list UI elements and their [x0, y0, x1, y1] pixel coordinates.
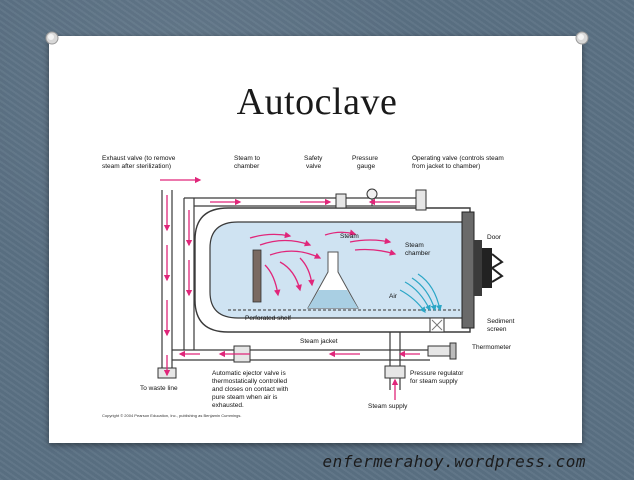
label-sediment-screen: Sediment: [487, 318, 515, 325]
pressure-regulator: [384, 365, 406, 379]
label-steam-chamber-2: chamber: [405, 250, 431, 257]
steam-flow-arrows: [160, 176, 420, 400]
sediment-screen: [429, 317, 445, 333]
copyright-text: Copyright © 2004 Pearson Education, Inc.…: [102, 413, 241, 418]
flask: [307, 251, 359, 309]
safety-valve: [335, 193, 347, 209]
top-pipe: [184, 197, 420, 207]
baffle-plate: [252, 249, 262, 303]
label-steam-to-chamber-2: chamber: [234, 163, 260, 170]
label-operating-valve: Operating valve (controls steam: [412, 155, 504, 162]
label-steam-supply: Steam supply: [368, 403, 408, 410]
label-steam-chamber: Steam: [405, 242, 424, 249]
label-steam-jacket: Steam jacket: [300, 338, 338, 345]
label-safety-valve-2: valve: [306, 163, 322, 170]
watermark-text: enfermerahoy.wordpress.com: [322, 452, 586, 471]
diagram-labels: Exhaust valve (to remove steam after ste…: [102, 155, 515, 410]
pressure-gauge: [366, 188, 378, 206]
label-ejector-valve: Automatic ejector valve is: [212, 370, 286, 377]
label-sediment-screen-2: screen: [487, 326, 507, 333]
label-door: Door: [487, 234, 502, 241]
label-pressure-gauge: Pressure: [352, 155, 378, 162]
label-to-waste-line: To waste line: [140, 385, 178, 392]
exhaust-pipe: [161, 190, 195, 375]
label-ejector-valve-5: exhausted.: [212, 402, 244, 409]
label-thermometer: Thermometer: [472, 344, 512, 351]
label-safety-valve: Safety: [304, 155, 323, 162]
label-operating-valve-2: from jacket to chamber): [412, 163, 480, 170]
label-perforated-shelf: Perforated shelf: [245, 315, 291, 322]
slide-title: Autoclave: [236, 81, 398, 123]
label-air: Air: [389, 293, 398, 300]
label-pressure-regulator-2: for steam supply: [410, 378, 458, 385]
label-exhaust-valve-2: steam after sterilization): [102, 163, 171, 170]
pushpin-icon: [45, 31, 59, 45]
autoclave-diagram: Exhaust valve (to remove steam after ste…: [102, 155, 515, 418]
air-flow-arrows: [399, 273, 442, 313]
label-steam-to-chamber: Steam to: [234, 155, 260, 162]
thermometer: [427, 342, 457, 360]
bottom-pipe: [172, 332, 430, 390]
pushpin-icon: [575, 31, 589, 45]
label-ejector-valve-2: thermostatically controlled: [212, 378, 288, 385]
label-steam: Steam: [340, 233, 359, 240]
label-pressure-gauge-2: gauge: [357, 163, 375, 170]
operating-valve: [415, 189, 427, 211]
label-ejector-valve-3: and closes on contact with: [212, 386, 289, 393]
label-ejector-valve-4: pure steam when air is: [212, 394, 278, 401]
label-exhaust-valve: Exhaust valve (to remove: [102, 155, 176, 162]
label-pressure-regulator: Pressure regulator: [410, 370, 464, 377]
door: [461, 211, 504, 329]
